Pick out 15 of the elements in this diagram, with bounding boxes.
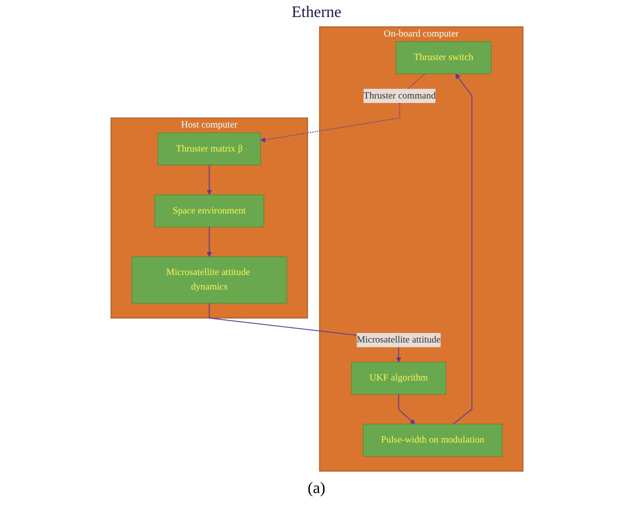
arrow: [206, 164, 212, 196]
network-label: Etherne: [292, 4, 342, 21]
node-box: Microsatellite attitude dynamics: [131, 256, 287, 304]
arrow: [452, 74, 472, 425]
node-box: UKF algorithm: [350, 362, 446, 395]
node-box: Thruster matrix β: [157, 132, 260, 166]
node-box: Space environment: [154, 194, 264, 228]
node-box: Thruster switch: [395, 41, 492, 74]
edge-label: Thruster command: [362, 90, 436, 101]
arrow: [260, 73, 425, 142]
caption: (a): [308, 480, 326, 498]
edge-label: Microsatellite attitude: [356, 334, 440, 345]
arrow: [398, 394, 415, 424]
node-box: Pulse-width on modulation: [362, 424, 502, 457]
arrow: [206, 226, 212, 257]
